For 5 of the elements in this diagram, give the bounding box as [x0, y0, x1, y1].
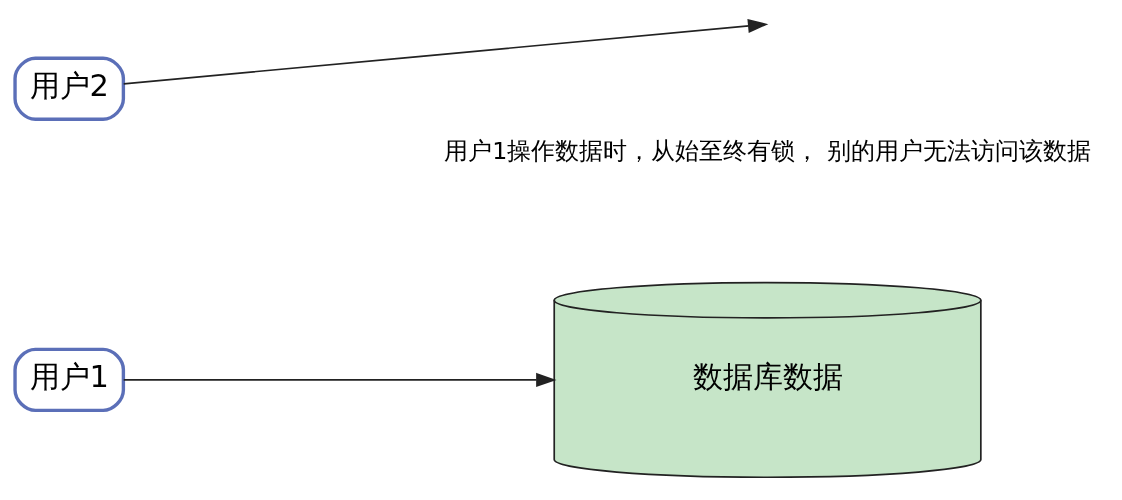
- arrow: [122, 372, 557, 387]
- node-box: 用户1: [13, 347, 126, 412]
- label: 用户1操作数据时，从始至终有锁， 别的用户无法访问该数据: [444, 136, 1091, 165]
- node-box: 用户2: [13, 56, 126, 121]
- arrow: [122, 18, 769, 85]
